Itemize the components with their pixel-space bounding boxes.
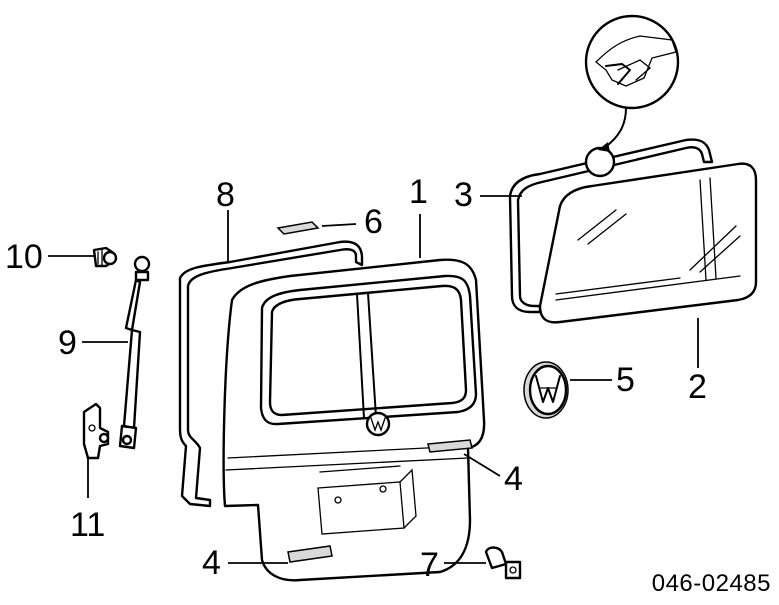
part-1-tailgate <box>222 258 486 582</box>
part-11-hinge <box>82 402 110 460</box>
part-2-rear-glass <box>538 162 758 324</box>
part-6-clip <box>276 221 320 235</box>
part-7-lamp <box>484 546 522 580</box>
part-4-strip-upper <box>427 439 473 453</box>
part-8-weatherstrip <box>178 240 364 508</box>
part-5-emblem <box>523 361 569 419</box>
callout-3: 3 <box>454 176 473 214</box>
callout-2: 2 <box>688 368 707 406</box>
callout-9: 9 <box>58 324 77 362</box>
callout-7: 7 <box>420 546 439 584</box>
callout-6: 6 <box>364 203 383 241</box>
detail-inset <box>584 14 680 178</box>
part-9-gas-strut <box>118 255 151 450</box>
part-10-ball-stud <box>92 246 118 268</box>
callout-4-lower: 4 <box>202 544 221 582</box>
callout-1: 1 <box>409 173 428 211</box>
reference-number: 046-02485 <box>651 570 771 597</box>
callout-5: 5 <box>616 361 635 399</box>
callout-10: 10 <box>5 238 43 276</box>
callout-4-upper: 4 <box>504 460 523 498</box>
leader-lines <box>48 195 699 564</box>
callout-11: 11 <box>70 506 106 544</box>
part-3-window-seal <box>508 138 714 314</box>
part-4-strip-lower <box>287 545 333 563</box>
callout-8: 8 <box>216 176 235 214</box>
